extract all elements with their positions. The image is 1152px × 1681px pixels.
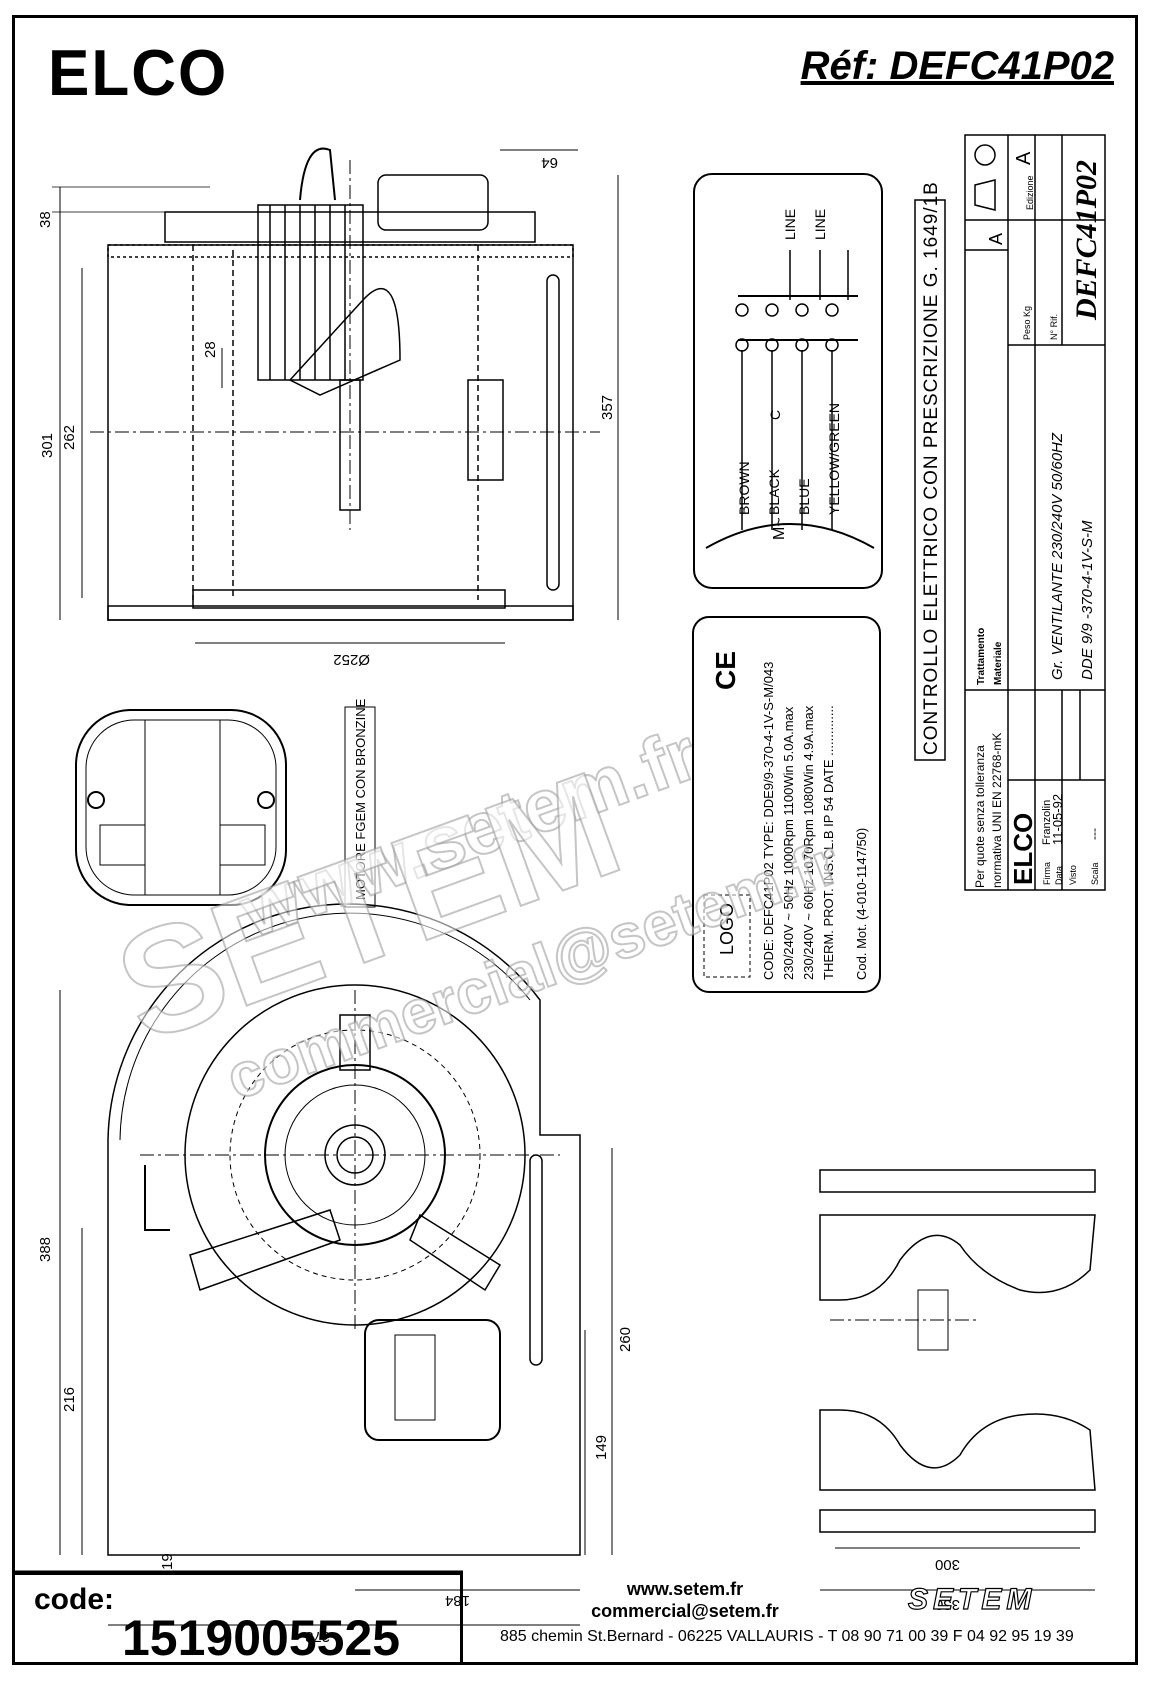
wiring-labels: LINE LINE C BROWN BLACK BLUE YELLOW/GREE… xyxy=(736,209,842,540)
wiring-diagram xyxy=(693,173,883,589)
firma-value: Franzolin xyxy=(1041,800,1053,845)
side-view xyxy=(52,147,619,644)
treatment-label: Trattamento xyxy=(976,628,987,685)
wire-brown: BROWN xyxy=(736,461,752,515)
tolerance-note-1: Per quote senza tolleranza xyxy=(973,745,987,888)
date-label: Data xyxy=(1054,866,1064,885)
line-label-1: LINE xyxy=(782,209,798,240)
code-label: code: xyxy=(34,1583,115,1616)
material-label: Materiale xyxy=(993,641,1004,685)
website-link[interactable]: www.setem.fr xyxy=(626,1579,744,1599)
setem-logo: SETEM xyxy=(907,1582,1037,1616)
dim-357: 357 xyxy=(599,395,616,420)
visto-label: Visto xyxy=(1068,865,1078,885)
control-note: CONTROLLO ELETTRICO CON PRESCRIZIONE G. … xyxy=(921,181,942,755)
dim-149: 149 xyxy=(593,1435,610,1460)
plate-line-4: THERM. PROT. INS.CL.B IP 54 DATE .......… xyxy=(821,705,836,980)
dim-301: 301 xyxy=(39,433,56,458)
wire-blue: BLUE xyxy=(796,478,812,515)
edition-label: Edizione xyxy=(1025,175,1035,210)
scale-label: Scala xyxy=(1090,862,1100,885)
drawing-frame xyxy=(12,15,1138,1665)
plate-line-2: 230/240V ~ 50Hz 1000Rpm 1100Win 5.0A.max xyxy=(781,706,796,980)
code-value: 1519005525 xyxy=(122,1610,401,1666)
dim-64: 64 xyxy=(541,154,558,171)
dim-252: Ø252 xyxy=(333,651,370,668)
dim-28: 28 xyxy=(202,341,219,358)
front-view xyxy=(59,903,613,1626)
front-view-dimensions: 388 216 260 149 19 184 378 xyxy=(37,1237,634,1645)
rating-plate-text: LOGO CODE: DEFC41P02 TYPE: DDE9/9-370-4-… xyxy=(717,662,869,980)
drawing-number: DEFC41P02 xyxy=(1070,160,1103,321)
wire-black: BLACK xyxy=(766,468,782,515)
capacitor-label: C xyxy=(767,410,783,420)
elco-small-logo: ELCO xyxy=(1008,813,1038,885)
firma-label: Firma xyxy=(1042,862,1052,885)
address-line: 885 chemin St.Bernard - 06225 VALLAURIS … xyxy=(500,1628,1074,1645)
dim-300: 300 xyxy=(935,1556,960,1573)
model: DDE 9/9 -370-4-1V-S-M xyxy=(1079,520,1096,680)
motor-note: MOTORE FGEM CON BRONZINE xyxy=(353,698,368,900)
edition-value: A xyxy=(1013,151,1035,165)
scale-value: --- xyxy=(1087,828,1101,840)
dim-260: 260 xyxy=(617,1327,634,1352)
reference-title: Réf: DEFC41P02 xyxy=(800,44,1114,88)
motor-symbol: M~ xyxy=(771,517,788,540)
dim-216: 216 xyxy=(61,1387,78,1412)
control-note-box xyxy=(914,199,946,761)
dim-388: 388 xyxy=(37,1237,54,1262)
email-link[interactable]: commercial@setem.fr xyxy=(591,1601,779,1621)
title-block-text: DEFC41P02 Edizione A A Peso Kg N° Rif. G… xyxy=(973,151,1103,888)
bracket-view xyxy=(819,1169,1096,1591)
tolerance-note-2: normativa UNI EN 22768-mK xyxy=(990,733,1004,888)
description: Gr. VENTILANTE 230/240V 50/60HZ xyxy=(1049,432,1066,680)
dim-184: 184 xyxy=(445,1592,470,1609)
dim-262: 262 xyxy=(61,425,78,450)
side-view-dimensions: 38 301 262 28 357 64 Ø252 xyxy=(37,154,616,668)
dim-19: 19 xyxy=(159,1553,176,1570)
ce-mark: CE xyxy=(710,651,741,690)
title-block xyxy=(964,134,1106,891)
wire-yellow-green: YELLOW/GREEN xyxy=(826,403,842,515)
plate-line-1: CODE: DEFC41P02 TYPE: DDE9/9-370-4-1V-S-… xyxy=(761,662,776,980)
contact-block: www.setem.fr commercial@setem.fr xyxy=(560,1578,810,1622)
bracket-dimensions: 300 330 xyxy=(935,1556,960,1613)
dim-38: 38 xyxy=(37,211,54,228)
plate-logo: LOGO xyxy=(717,903,737,955)
code-box: code: 1519005525 xyxy=(14,1572,463,1666)
dim-330: 330 xyxy=(935,1596,960,1613)
elco-logo: ELCO xyxy=(48,37,229,110)
ref-label: N° Rif. xyxy=(1049,314,1059,340)
plate-line-3: 230/240V ~ 60Hz 1070Rpm 1080Win 4.9A.max xyxy=(801,705,816,980)
dim-378: 378 xyxy=(305,1628,330,1645)
motor-top-view xyxy=(75,706,376,908)
plate-line-5: Cod. Mot. (4-010-1147/50) xyxy=(854,828,869,980)
line-label-2: LINE xyxy=(812,209,828,240)
date-value: 11-05-92 xyxy=(1050,794,1065,845)
weight-label: Peso Kg xyxy=(1022,306,1032,340)
rating-plate: CE xyxy=(692,616,881,993)
edition-value-2: A xyxy=(986,233,1006,245)
